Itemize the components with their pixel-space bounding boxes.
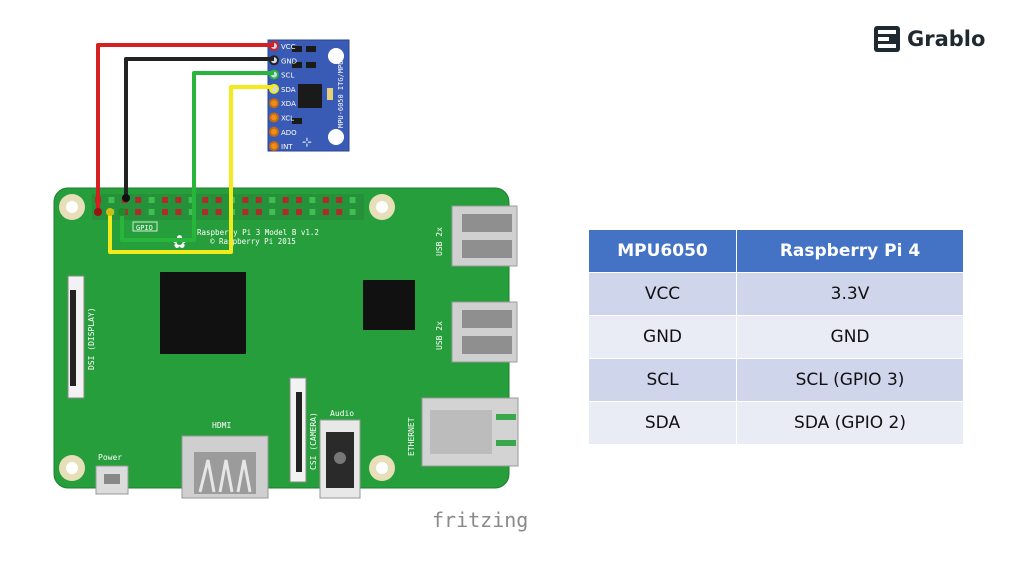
- gpio-pin: [309, 209, 316, 215]
- power-label: Power: [98, 453, 122, 462]
- module-pin-xcl: [269, 112, 279, 123]
- table-row: SCL SCL (GPIO 3): [587, 358, 964, 402]
- csi-connector: [289, 377, 307, 483]
- gpio-pin: [215, 197, 222, 203]
- gpio-pin: [322, 197, 329, 203]
- wire-sda: [108, 85, 274, 254]
- gpio-pin: [269, 197, 276, 203]
- csi-label: CSI (CAMERA): [309, 412, 318, 470]
- gpio-pin: [242, 209, 249, 215]
- gpio-pin: [162, 197, 168, 203]
- wire-vcc: [96, 43, 274, 212]
- wires: [96, 43, 274, 254]
- gpio-label: GPIO: [136, 224, 153, 232]
- module-pin-label: XCL: [281, 115, 294, 123]
- usb-port-top: [451, 205, 518, 267]
- wire-gnd: [124, 57, 274, 198]
- gpio-pin: [175, 197, 182, 203]
- module-pin-label: SDA: [281, 86, 296, 94]
- gpio-pin: [296, 209, 302, 215]
- gpio-pin: [188, 197, 195, 203]
- soc-chip: [160, 272, 246, 354]
- dsi-connector: [67, 275, 85, 399]
- cell-mpu-pin: GND: [587, 315, 738, 359]
- gpio-pin: [296, 197, 302, 203]
- fritzing-watermark: fritzing: [432, 508, 528, 532]
- grablo-logo-text: Grablo: [907, 27, 986, 51]
- gpio-pin: [255, 197, 262, 203]
- gpio-pin: [148, 209, 155, 215]
- module-pin-label: VCC: [281, 43, 296, 51]
- cell-pi-pin: SDA (GPIO 2): [736, 401, 964, 445]
- usb-label-bottom: USB 2x: [435, 321, 444, 350]
- gpio-pin: [202, 209, 209, 215]
- mpu6050-module: ⊹ VCC GND SCL SDA XDA XCL ADO INT MPU-6050 ITG/…: [267, 39, 350, 152]
- module-pin-label: INT: [281, 143, 293, 151]
- gpio-pin: [282, 197, 289, 203]
- gpio-pin: [135, 209, 142, 215]
- module-pin-label: ADO: [281, 129, 297, 137]
- grablo-logo: Grablo: [874, 26, 985, 52]
- header-mpu6050: MPU6050: [587, 229, 738, 273]
- gpio-pin: [242, 197, 249, 203]
- module-pin-ado: [269, 126, 279, 137]
- gpio-pin: [336, 197, 343, 203]
- board-copyright-label: © Raspberry Pi 2015: [210, 237, 296, 246]
- cell-mpu-pin: VCC: [587, 272, 738, 316]
- gpio-pin: [135, 197, 142, 203]
- board-model-label: Raspberry Pi 3 Model B v1.2: [197, 228, 319, 237]
- pin-mapping-table: MPU6050 Raspberry Pi 4 VCC 3.3V GND GND …: [587, 229, 964, 445]
- audio-label: Audio: [330, 409, 354, 418]
- gpio-header: [92, 194, 364, 220]
- usb-port-bottom: [451, 301, 518, 363]
- axis-icon: ⊹: [302, 135, 312, 149]
- cell-mpu-pin: SCL: [587, 358, 738, 402]
- mounting-holes: [59, 194, 395, 481]
- module-chip-label: MPU-6050 ITG/MPU: [337, 61, 345, 128]
- gpio-pin: [255, 209, 262, 215]
- ethernet-label: ETHERNET: [407, 417, 416, 456]
- header-raspberry-pi: Raspberry Pi 4: [736, 229, 964, 273]
- gpio-pin: [349, 209, 356, 215]
- wire-endpoints: [94, 194, 130, 216]
- table-header-row: MPU6050 Raspberry Pi 4: [587, 229, 964, 273]
- module-pin-int: [269, 141, 279, 152]
- module-pin-xda: [269, 98, 279, 109]
- gpio-pin: [162, 209, 168, 215]
- gpio-pin: [309, 197, 316, 203]
- cell-mpu-pin: SDA: [587, 401, 738, 445]
- gpio-pin: [349, 197, 356, 203]
- gpio-pin: [269, 209, 276, 215]
- gpio-pin: [215, 209, 222, 215]
- gpio-pin: [282, 209, 289, 215]
- hdmi-label: HDMI: [212, 421, 231, 430]
- usb-controller-chip: [363, 280, 415, 330]
- dsi-label: DSI (DISPLAY): [87, 307, 96, 370]
- module-pin-label: GND: [281, 57, 297, 65]
- gpio-pin: [202, 197, 209, 203]
- table-row: GND GND: [587, 315, 964, 359]
- module-pin-label: SCL: [281, 72, 294, 80]
- usb-label-top: USB 2x: [435, 227, 444, 256]
- gpio-label-box: [132, 221, 158, 232]
- power-port: [95, 465, 129, 495]
- hdmi-port: [181, 435, 269, 499]
- gpio-pin: [108, 197, 115, 203]
- table-row: VCC 3.3V: [587, 272, 964, 316]
- gpio-pin: [322, 209, 329, 215]
- gpio-pin: [148, 197, 155, 203]
- gpio-pin: [336, 209, 343, 215]
- gpio-pin: [188, 209, 195, 215]
- cell-pi-pin: SCL (GPIO 3): [736, 358, 964, 402]
- cell-pi-pin: 3.3V: [736, 272, 964, 316]
- module-pin-label: XDA: [281, 100, 296, 108]
- cell-pi-pin: GND: [736, 315, 964, 359]
- gpio-pin: [175, 209, 182, 215]
- audio-jack: [319, 419, 361, 499]
- grablo-logo-icon: [874, 26, 900, 52]
- ethernet-port: [421, 397, 519, 467]
- wire-scl: [120, 71, 274, 242]
- table-row: SDA SDA (GPIO 2): [587, 401, 964, 445]
